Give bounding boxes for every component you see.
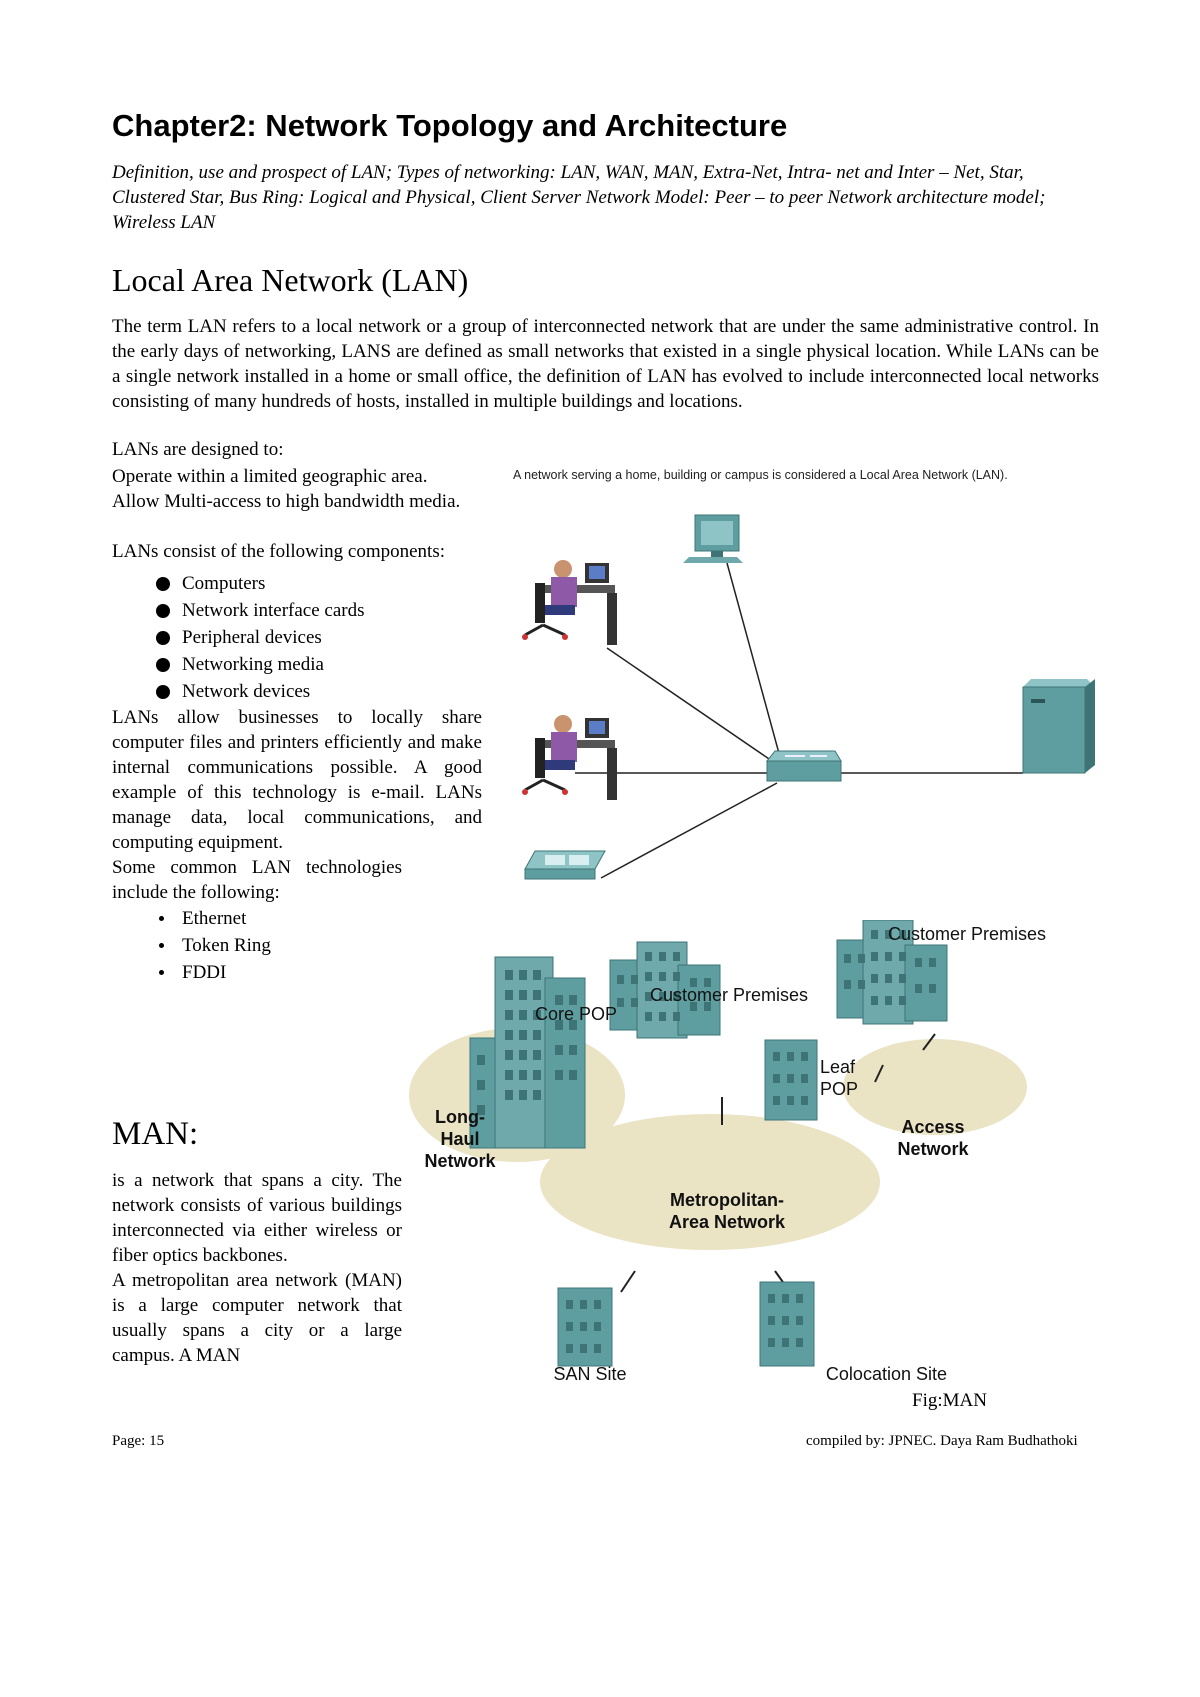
lan-intro-paragraph: The term LAN refers to a local network o… (112, 316, 1099, 412)
label-customer-premises-center: Customer Premises (650, 985, 808, 1005)
switch-icon (765, 750, 842, 782)
workstation-user-icon (522, 715, 617, 800)
man-paragraph-1: is a network that spans a city. The netw… (112, 1170, 402, 1266)
label-access-1: Access (901, 1117, 964, 1137)
lan-left-column: Operate within a limited geographic area… (112, 464, 482, 986)
man-figure-caption: Fig:MAN (912, 1390, 987, 1411)
label-long-haul-1: Long- (435, 1107, 485, 1127)
building-icon (764, 1039, 818, 1121)
bullet-icon (156, 631, 170, 645)
building-icon (759, 1281, 815, 1367)
chapter-title: Chapter2: Network Topology and Architect… (112, 108, 788, 143)
metro-ellipse (540, 1114, 880, 1250)
server-icon (1022, 679, 1095, 774)
man-text: is a network that spans a city. The netw… (112, 1168, 402, 1368)
label-metro-2: Area Network (669, 1212, 786, 1232)
label-leaf-pop-1: Leaf (820, 1057, 856, 1077)
bullet-icon (156, 685, 170, 699)
spacer (112, 514, 482, 539)
list-item: Computers (112, 570, 482, 597)
lan-usage-paragraph: LANs allow businesses to locally share c… (112, 707, 482, 853)
workstation-user-icon (522, 560, 617, 645)
monitor-icon (683, 514, 743, 563)
lan-technologies-list: Ethernet Token Ring FDDI (112, 905, 482, 986)
bullet-icon (159, 916, 164, 921)
lan-designed-to: LANs are designed to: (112, 439, 284, 460)
lan-figure-caption: A network serving a home, building or ca… (513, 468, 1008, 482)
lan-diagram: A network serving a home, building or ca… (513, 468, 1095, 880)
man-heading: MAN: (112, 1116, 199, 1152)
label-access-2: Network (897, 1139, 969, 1159)
man-diagram: Customer Premises Customer Premises Core… (409, 920, 1046, 1384)
list-item: Network interface cards (112, 597, 482, 624)
footer-compiled-by: compiled by: JPNEC. Daya Ram Budhathoki (806, 1433, 1078, 1449)
chapter-syllabus: Definition, use and prospect of LAN; Typ… (112, 162, 1046, 233)
bullet-icon (159, 970, 164, 975)
lan-heading: Local Area Network (LAN) (112, 262, 469, 298)
design-point-1: Operate within a limited geographic area… (112, 466, 428, 487)
lan-links (575, 562, 1023, 879)
design-point-2: Allow Multi-access to high bandwidth med… (112, 491, 461, 512)
components-intro: LANs consist of the following components… (112, 541, 445, 562)
footer-page-number: Page: 15 (112, 1433, 165, 1449)
label-customer-premises-right: Customer Premises (888, 924, 1046, 944)
list-item: Ethernet (112, 905, 482, 932)
label-long-haul-2: Haul (440, 1129, 479, 1149)
list-item: Network devices (112, 678, 482, 705)
list-item: Networking media (112, 651, 482, 678)
label-san-site: SAN Site (553, 1364, 626, 1384)
building-icon (609, 941, 721, 1039)
building-icon (836, 920, 948, 1025)
list-item: Peripheral devices (112, 624, 482, 651)
bullet-icon (156, 604, 170, 618)
phone-icon (524, 850, 606, 880)
label-colocation-site: Colocation Site (826, 1364, 947, 1384)
label-core-pop: Core POP (535, 1004, 617, 1024)
building-icon (469, 956, 586, 1149)
bullet-icon (159, 943, 164, 948)
bullet-icon (156, 577, 170, 591)
list-item: Token Ring (112, 932, 482, 959)
label-leaf-pop-2: POP (820, 1079, 858, 1099)
components-list: Computers Network interface cards Periph… (112, 570, 482, 705)
access-ellipse (843, 1039, 1027, 1135)
bullet-icon (156, 658, 170, 672)
label-metro-1: Metropolitan- (670, 1190, 784, 1210)
man-paragraph-2: A metropolitan area network (MAN) is a l… (112, 1270, 402, 1366)
lan-technologies-intro: Some common LAN technologies include the… (112, 857, 402, 903)
label-long-haul-3: Network (424, 1151, 496, 1171)
list-item: FDDI (112, 959, 482, 986)
building-icon (557, 1287, 613, 1367)
